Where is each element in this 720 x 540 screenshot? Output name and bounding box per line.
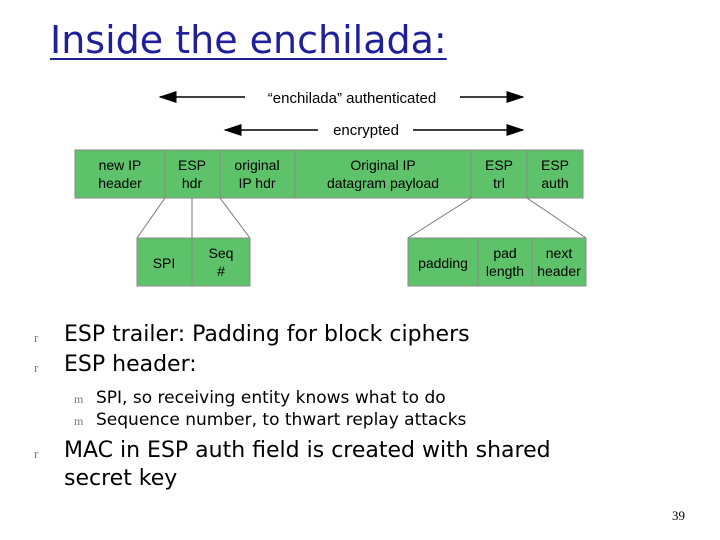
esp-packet-diagram: “enchilada” authenticated encrypted new … bbox=[74, 90, 587, 287]
seq-text2: # bbox=[217, 263, 225, 279]
esp-hdr-text2: hdr bbox=[182, 175, 203, 191]
bullet-marker: r bbox=[34, 330, 39, 345]
pad-length-text1: pad bbox=[493, 245, 516, 261]
esp-trl-text1: ESP bbox=[485, 157, 513, 173]
next-header-text2: header bbox=[537, 263, 581, 279]
encrypted-label: encrypted bbox=[333, 122, 399, 139]
next-header-box bbox=[531, 237, 587, 287]
sub-bullet-marker: m bbox=[74, 392, 84, 406]
original-ip-hdr-text2: IP hdr bbox=[238, 175, 275, 191]
seq-text1: Seq bbox=[209, 245, 234, 261]
esp-hdr-box bbox=[164, 149, 221, 199]
authenticated-label: “enchilada” authenticated bbox=[268, 90, 436, 107]
bullet-text-line1: MAC in ESP auth field is created with sh… bbox=[64, 438, 551, 463]
spi-box bbox=[136, 237, 193, 287]
bullet-marker: r bbox=[34, 360, 39, 375]
sub-bullet-text: SPI, so receiving entity knows what to d… bbox=[96, 388, 446, 408]
bullet-text: ESP header: bbox=[64, 352, 197, 377]
sub-bullet-marker: m bbox=[74, 414, 84, 428]
seq-box bbox=[191, 237, 251, 287]
payload-text1: Original IP bbox=[350, 157, 415, 173]
slide-title: Inside the enchilada: bbox=[50, 18, 447, 62]
trailer-connector-right bbox=[526, 197, 587, 239]
seq-connector bbox=[219, 197, 251, 239]
pad-length-text2: length bbox=[486, 263, 524, 279]
spi-text: SPI bbox=[153, 255, 176, 271]
new-ip-header-text1: new IP bbox=[99, 157, 142, 173]
payload-text2: datagram payload bbox=[327, 175, 439, 191]
bullet-text: ESP trailer: Padding for block ciphers bbox=[64, 322, 470, 347]
esp-auth-text2: auth bbox=[541, 175, 568, 191]
sub-bullet-text: Sequence number, to thwart replay attack… bbox=[96, 410, 467, 430]
next-header-text1: next bbox=[546, 245, 573, 261]
esp-auth-text1: ESP bbox=[541, 157, 569, 173]
new-ip-header-text2: header bbox=[98, 175, 142, 191]
page-number: 39 bbox=[672, 508, 685, 523]
new-ip-header-box bbox=[74, 149, 166, 199]
original-ip-hdr-text1: original bbox=[234, 157, 279, 173]
esp-auth-box bbox=[526, 149, 584, 199]
esp-hdr-text1: ESP bbox=[178, 157, 206, 173]
esp-trl-text2: trl bbox=[493, 175, 505, 191]
bullet-marker: r bbox=[34, 446, 39, 461]
trailer-connector-left bbox=[407, 197, 472, 239]
spi-connector-left bbox=[136, 197, 166, 239]
original-ip-hdr-box bbox=[219, 149, 296, 199]
esp-trl-box bbox=[470, 149, 528, 199]
payload-box bbox=[294, 149, 472, 199]
bullet-text-line2: secret key bbox=[64, 466, 178, 491]
padding-text: padding bbox=[418, 255, 468, 271]
padding-box bbox=[407, 237, 479, 287]
